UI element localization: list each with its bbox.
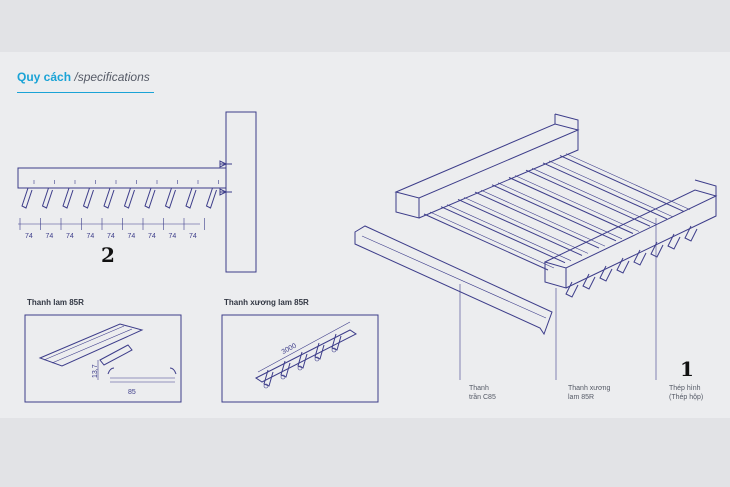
bottom-band [0, 418, 730, 487]
carrier-clip [297, 351, 308, 369]
iso-slat [474, 191, 600, 249]
iso-slat [559, 155, 685, 213]
iso-assembly [354, 113, 718, 380]
iso-hanger [616, 257, 630, 274]
iso-hanger [667, 233, 681, 250]
heading-english: /specifications [74, 70, 150, 84]
louver-profile [21, 187, 33, 209]
iso-hanger [650, 241, 664, 258]
iso-slat [440, 206, 566, 264]
spacing-label: 74 [46, 233, 54, 240]
louver-profile [164, 187, 176, 209]
view-number-side: 2 [101, 243, 115, 267]
louver-profile [144, 187, 156, 209]
iso-hanger [599, 265, 613, 282]
spacing-label: 74 [148, 233, 156, 240]
carrier-box-title: Thanh xương lam 85R [224, 298, 309, 307]
carrier-length-label: 3000 [281, 342, 298, 356]
louver-profiles-side [21, 180, 219, 209]
callout-steel: Thép hình (Thép hộp) [669, 385, 704, 401]
iso-hanger [684, 225, 698, 242]
spacing-label: 74 [128, 233, 136, 240]
iso-slat [457, 198, 583, 256]
spacing-label: 74 [169, 233, 177, 240]
callout-carrier: Thanh xương lam 85R [568, 385, 611, 401]
spacing-label: 74 [189, 233, 197, 240]
section-heading: Quy cách /specifications [17, 70, 150, 84]
iso-slat [491, 184, 617, 242]
iso-hanger [633, 249, 647, 266]
carrier-clip [280, 360, 291, 378]
iso-slat [542, 162, 668, 220]
carrier-clip [263, 369, 274, 387]
profile-box [24, 314, 182, 403]
spacing-label: 74 [87, 233, 95, 240]
heading-underline [17, 92, 154, 93]
iso-slat [423, 213, 549, 271]
spacing-label: 74 [25, 233, 33, 240]
carrier-clip [331, 333, 342, 351]
louver-profile [205, 187, 217, 209]
iso-hanger [582, 273, 596, 290]
louver-profile [103, 187, 115, 209]
profile-height-label: 13,7 [92, 364, 99, 378]
louver-profile [82, 187, 94, 209]
louver-profile [123, 187, 135, 209]
top-band [0, 0, 730, 52]
callout-ceiling-bar: Thanh trần C85 [469, 385, 496, 401]
carrier-bar-side [17, 167, 227, 189]
iso-hanger [565, 281, 579, 298]
spacing-label: 74 [66, 233, 74, 240]
louver-profile [185, 187, 197, 209]
iso-slat [525, 169, 651, 227]
carrier-box [221, 314, 379, 403]
view-number-iso: 1 [680, 357, 694, 381]
carrier-clip [314, 342, 325, 360]
profile-width-label: 85 [128, 389, 136, 396]
louver-profile [62, 187, 74, 209]
profile-box-title: Thanh lam 85R [27, 298, 84, 307]
louver-profile [41, 187, 53, 209]
spacing-label: 74 [107, 233, 115, 240]
heading-vietnamese: Quy cách [17, 70, 72, 84]
iso-slat [508, 177, 634, 234]
